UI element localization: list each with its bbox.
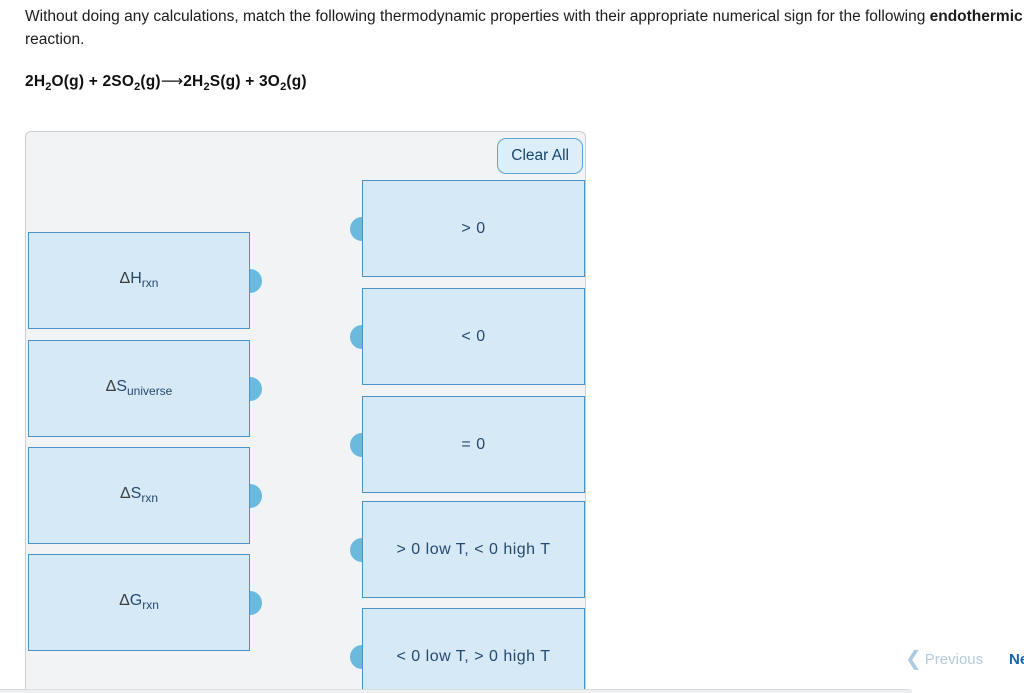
- delta-symbol: Δ: [105, 378, 117, 396]
- connector-dot[interactable]: [350, 432, 362, 457]
- match-source-dS-rxn[interactable]: ΔSrxn: [28, 447, 262, 544]
- match-target-label: > 0: [461, 219, 486, 237]
- connector-dot[interactable]: [250, 590, 262, 615]
- match-target-label: > 0 low T, < 0 high T: [396, 540, 551, 558]
- matching-panel: Clear All ΔHrxn ΔSuniverse ΔSrxn ΔGrxn >…: [25, 131, 586, 693]
- question-text-part1: Without doing any calculations, match th…: [25, 8, 930, 25]
- question-bold-word: endothermic: [929, 8, 1023, 25]
- property-letter: G: [129, 592, 143, 610]
- match-target-eq-0[interactable]: = 0: [350, 396, 585, 493]
- property-letter: S: [116, 378, 127, 396]
- delta-symbol: Δ: [119, 270, 131, 288]
- match-source-label: ΔSrxn: [120, 485, 158, 505]
- match-target-label: = 0: [461, 435, 486, 453]
- match-target-lt0-lowT-gt0-highT[interactable]: < 0 low T, > 0 high T: [350, 608, 585, 693]
- property-subscript: universe: [127, 384, 173, 399]
- property-letter: S: [130, 485, 142, 503]
- reaction-arrow-icon: ⟶: [160, 72, 184, 90]
- bottom-panel-edge: [0, 689, 912, 693]
- match-source-label: ΔHrxn: [120, 270, 159, 290]
- equation-segment: 2H: [183, 73, 204, 90]
- match-target-label: < 0: [461, 327, 486, 345]
- connector-dot[interactable]: [250, 268, 262, 293]
- reaction-equation: 2H2O(g) + 2SO2(g)⟶2H2S(g) + 3O2(g): [25, 72, 307, 93]
- match-target-lt-0[interactable]: < 0: [350, 288, 585, 385]
- property-subscript: rxn: [142, 598, 159, 613]
- match-target-gt0-lowT-lt0-highT[interactable]: > 0 low T, < 0 high T: [350, 501, 585, 598]
- equation-segment: S(g) + 3O: [209, 73, 281, 90]
- match-source-label: ΔGrxn: [119, 592, 159, 612]
- delta-symbol: Δ: [119, 592, 130, 610]
- match-source-dG-rxn[interactable]: ΔGrxn: [28, 554, 262, 651]
- connector-dot[interactable]: [250, 376, 262, 401]
- equation-segment: O(g) + 2SO: [51, 73, 135, 90]
- connector-dot[interactable]: [350, 537, 362, 562]
- question-text-part2: reaction.: [25, 30, 85, 48]
- match-target-label: < 0 low T, > 0 high T: [396, 647, 551, 665]
- equation-segment: (g): [286, 73, 307, 90]
- connector-dot[interactable]: [350, 644, 362, 669]
- match-source-label: ΔSuniverse: [106, 378, 173, 398]
- equation-segment: 2H: [25, 73, 46, 90]
- previous-button[interactable]: ❮ Previous: [905, 648, 983, 670]
- next-button[interactable]: Next: [1009, 651, 1024, 668]
- match-target-gt-0[interactable]: > 0: [350, 180, 585, 277]
- connector-dot[interactable]: [250, 483, 262, 508]
- connector-dot[interactable]: [350, 216, 362, 241]
- connector-dot[interactable]: [350, 324, 362, 349]
- chevron-left-icon: ❮: [905, 648, 922, 670]
- equation-subscript: 2: [203, 81, 210, 94]
- match-source-dS-universe[interactable]: ΔSuniverse: [28, 340, 262, 437]
- equation-subscript: 2: [280, 81, 287, 94]
- equation-segment: (g): [140, 73, 161, 90]
- delta-symbol: Δ: [119, 485, 131, 503]
- equation-subscript: 2: [45, 81, 52, 94]
- match-source-dH-rxn[interactable]: ΔHrxn: [28, 232, 262, 329]
- question-text: Without doing any calculations, match th…: [25, 6, 1023, 51]
- equation-subscript: 2: [134, 81, 141, 94]
- property-letter: H: [130, 270, 142, 288]
- property-subscript: rxn: [141, 276, 159, 291]
- previous-label: Previous: [924, 650, 984, 668]
- clear-all-button[interactable]: Clear All: [497, 138, 583, 174]
- property-subscript: rxn: [141, 491, 159, 506]
